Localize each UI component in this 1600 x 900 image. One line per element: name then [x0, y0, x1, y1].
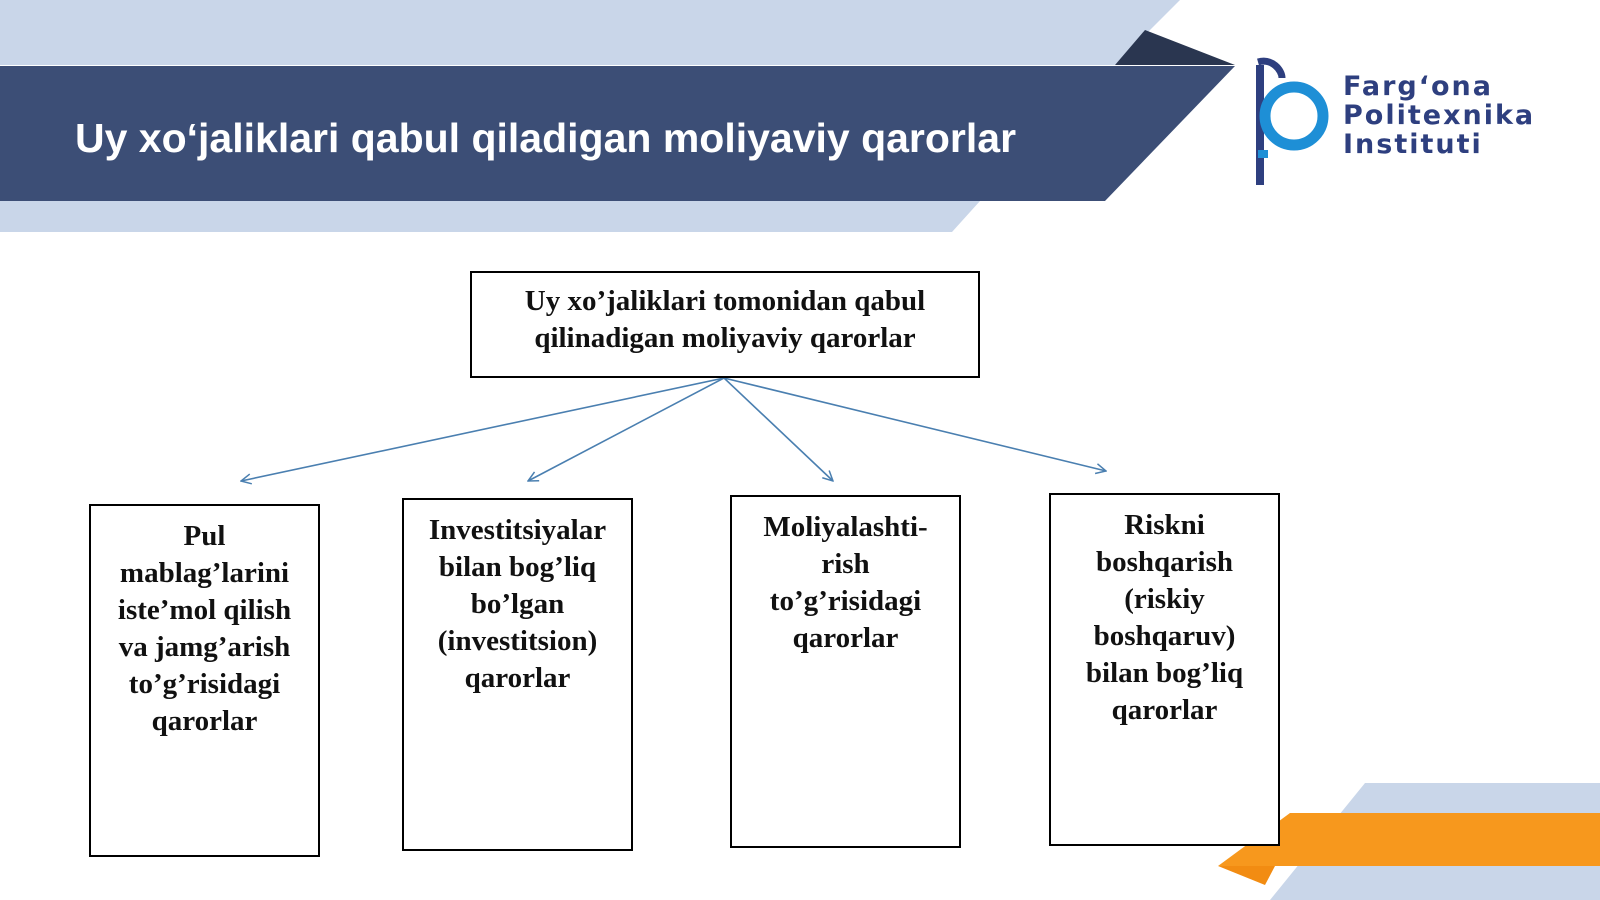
box-line: (investitsion) [437, 625, 598, 657]
arrow-to-financing [723, 377, 833, 481]
box-line: to’g’risidagi [769, 585, 922, 617]
logo-line: Politexnika [1343, 100, 1536, 131]
box-line: bilan bog’liq [438, 551, 597, 583]
financing-decisions-box: Moliyalashti- rish to’g’risidagi qarorla… [730, 495, 961, 848]
box-line: mablag’larini [119, 557, 290, 589]
fpi-logo-icon [1256, 57, 1329, 185]
box-line: to’g’risidagi [128, 668, 281, 700]
orange-accent-tail [1218, 866, 1275, 885]
consumption-savings-box: Pul mablag’larini iste’mol qilish va jam… [89, 504, 320, 857]
page-title: Uy xo‘jaliklari qabul qiladigan moliyavi… [75, 115, 1017, 161]
logo-line: Instituti [1343, 129, 1483, 160]
box-line: Riskni [1124, 509, 1205, 541]
box-line: qarorlar [464, 662, 571, 694]
root-line: qilinadigan moliyaviy qarorlar [534, 322, 916, 354]
arrow-to-risk [723, 377, 1106, 471]
box-line: boshqarish [1095, 546, 1233, 578]
box-line: rish [821, 548, 870, 580]
box-line: qarorlar [792, 622, 899, 654]
box-line: (riskiy [1124, 583, 1205, 615]
box-line: iste’mol qilish [117, 594, 292, 626]
root-decision-box: Uy xo’jaliklari tomonidan qabul qilinadi… [470, 271, 980, 378]
arrow-to-investment [528, 377, 725, 481]
box-line: Moliyalashti- [763, 511, 928, 543]
box-line: bilan bog’liq [1085, 657, 1244, 689]
arrow-to-consumption [241, 377, 725, 481]
title-band [0, 66, 1235, 201]
dark-corner-shape [1115, 30, 1235, 65]
investment-decisions-box: Investitsiyalar bilan bog’liq bo’lgan (i… [402, 498, 633, 851]
bottom-light-band [0, 201, 980, 232]
root-line: Uy xo’jaliklari tomonidan qabul [524, 285, 926, 317]
box-line: qarorlar [1111, 694, 1218, 726]
box-line: Investitsiyalar [428, 514, 607, 546]
box-line: qarorlar [151, 705, 258, 737]
box-line: bo’lgan [470, 588, 565, 620]
top-light-band [0, 0, 1180, 65]
box-line: va jamg’arish [118, 631, 291, 663]
logo-line: Farg‘ona [1343, 71, 1493, 102]
box-line: boshqaruv) [1093, 620, 1236, 652]
orange-accent [1218, 813, 1600, 866]
institute-logo-text: Farg‘ona Politexnika Instituti [1343, 72, 1535, 159]
box-line: Pul [183, 520, 226, 552]
risk-management-box: Riskni boshqarish (riskiy boshqaruv) bil… [1049, 493, 1280, 846]
